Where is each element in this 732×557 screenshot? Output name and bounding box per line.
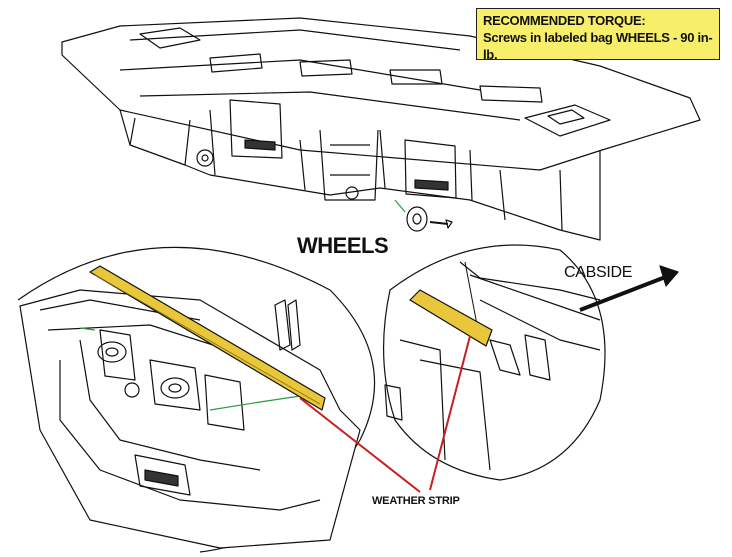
- torque-text: Screws in labeled bag WHEELS - 90 in-lb.: [483, 30, 713, 62]
- wheels-label: WHEELS: [297, 233, 389, 258]
- left-detail-view: [17, 246, 376, 553]
- cabside-arrow: [579, 274, 669, 312]
- torque-title: RECOMMENDED TORQUE:: [483, 13, 646, 28]
- leader-line-right: [429, 335, 471, 491]
- weather-strip-label: WEATHER STRIP: [372, 495, 460, 507]
- cabside-label: CABSIDE: [564, 264, 633, 281]
- leader-line-left: [299, 397, 421, 493]
- weather-strip-right: [409, 289, 493, 347]
- weather-strip-left: [89, 265, 326, 411]
- torque-callout: RECOMMENDED TORQUE: Screws in labeled ba…: [476, 8, 720, 62]
